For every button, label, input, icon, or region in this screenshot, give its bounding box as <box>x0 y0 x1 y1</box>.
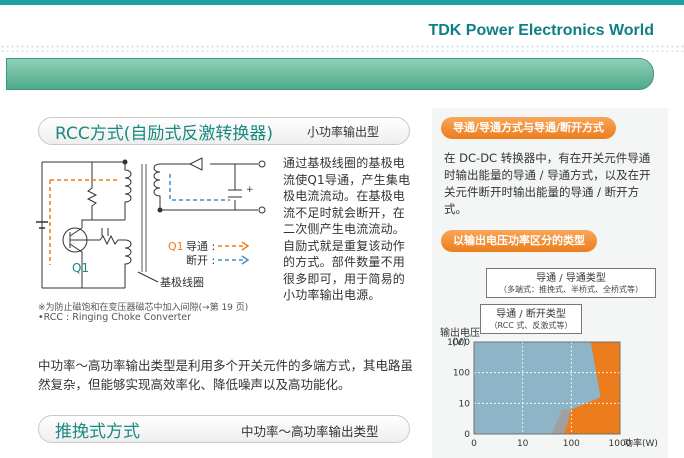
onon-type-box: 导通 / 导通类型 （多端式：推挽式、半桥式、全桥式等） <box>486 268 656 298</box>
onoff-type-sub: （RCC 式、反激式等） <box>489 321 573 330</box>
x-tick-label: 10 <box>517 439 529 449</box>
y-tick-label: 100 <box>453 369 470 379</box>
y-axis-unit: (V) <box>452 337 467 348</box>
y-tick-label: 10 <box>459 399 471 409</box>
onon-type-sub: （多端式：推挽式、半桥式、全桥式等） <box>499 285 643 294</box>
dotted-divider <box>0 44 684 52</box>
brand-title: TDK Power Electronics World <box>428 22 654 39</box>
base-coil-label: 基极线圈 <box>160 275 204 289</box>
onoff-type-box: 导通 / 断开类型 （RCC 式、反激式等） <box>480 304 582 334</box>
plus-sign: + <box>246 185 254 195</box>
rcc-subtitle: 小功率输出型 <box>307 125 380 139</box>
onoff-type-label: 导通 / 断开类型 <box>496 309 566 320</box>
y-tick-label: 1000 <box>447 338 470 348</box>
rcc-definition-note: •RCC : Ringing Choke Converter <box>38 312 192 323</box>
onon-onoff-tag: 导通/导通方式与导通/断开方式 <box>441 117 617 139</box>
rcc-description: 通过基极线圈的基极电流使Q1导通，产生集电极电流流动。在基极电流不足时就会断开，… <box>283 156 411 302</box>
onon-region <box>561 342 620 434</box>
pushpull-heading: 推挽式方式 中功率～高功率输出类型 <box>38 415 410 443</box>
onon-type-label: 导通 / 导通类型 <box>536 273 606 284</box>
rcc-circuit-diagram: + Q1 Q1 导通 : 断开 : 基极线圈 <box>36 157 266 289</box>
q1-label: Q1 <box>72 261 89 275</box>
top-accent-bar <box>0 0 684 5</box>
x-tick-label: 0 <box>471 439 477 449</box>
x-axis-label: 功率(W) <box>624 437 658 449</box>
rcc-heading: RCC方式(自励式反激转换器) 小功率输出型 <box>38 117 410 145</box>
y-axis-label: 输出电压 <box>440 328 480 339</box>
y-tick-label: 0 <box>464 430 470 440</box>
x-tick-label: 1000 <box>609 439 632 449</box>
mid-power-paragraph: 中功率～高功率输出类型是利用多个开关元件的多端方式，其电路虽然复杂，但能够实现高… <box>38 358 414 392</box>
legend-q1: Q1 <box>168 240 184 253</box>
x-tick-label: 100 <box>563 439 580 449</box>
section-banner <box>6 58 654 90</box>
pushpull-title: 推挽式方式 <box>55 422 140 442</box>
legend-on-label: 导通 : <box>186 240 215 253</box>
plot-frame <box>473 341 621 435</box>
rcc-title: RCC方式(自励式反激转换器) <box>55 124 273 144</box>
legend-off-label: 断开 : <box>186 253 215 267</box>
gap-note: ※为防止磁饱和在变压器磁芯中加入间隙(→第 19 页) <box>38 303 249 313</box>
pushpull-subtitle: 中功率～高功率输出类型 <box>241 424 379 439</box>
onon-onoff-description: 在 DC-DC 转换器中，有在开关元件导通时输出能量的导通 / 导通方式，以及在… <box>444 151 651 216</box>
voltage-power-tag: 以输出电压功率区分的类型 <box>441 230 597 252</box>
overlap-region <box>551 409 572 434</box>
